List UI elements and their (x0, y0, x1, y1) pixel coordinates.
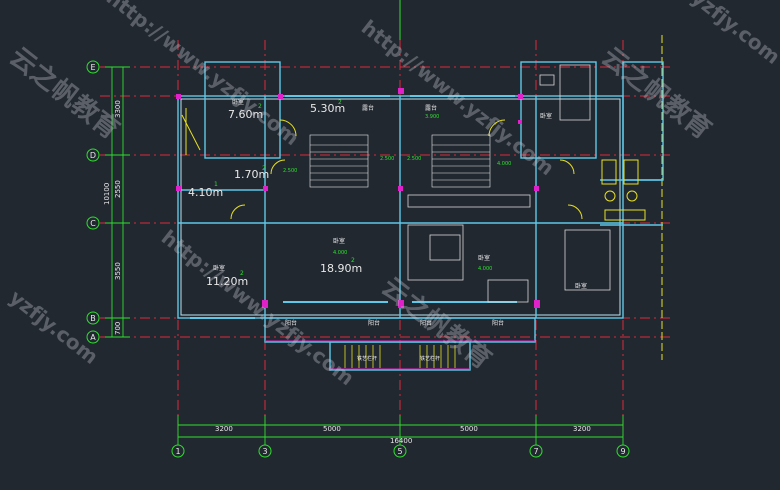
bed-se-label: 卧室 (575, 282, 587, 290)
axis-7: 7 (533, 447, 538, 456)
balcony-railings (265, 340, 535, 370)
stair-small-right: 3.900 (425, 114, 439, 120)
dim-bottom-1: 3200 (215, 425, 233, 433)
room-labels: 卧室 7.60m 2 5.30m 2 露台 露台 3.900 卧室 1.70m … (188, 98, 587, 362)
watermark-short-2: yzfjy.com (687, 0, 780, 69)
stair-hall-sup: 2 (338, 99, 342, 106)
doors (230, 119, 583, 220)
windows (190, 95, 517, 319)
rail-1: 铁艺栏杆 (357, 355, 377, 362)
living-area: 18.90m (320, 262, 362, 275)
axis-A: A (90, 333, 96, 342)
axis-5: 5 (397, 447, 402, 456)
bed-e-sub: 4.000 (478, 266, 492, 272)
dim-bottom-2: 5000 (323, 425, 341, 433)
walls (177, 61, 664, 371)
dim-total: 16400 (390, 437, 412, 445)
dim-bottom-3: 5000 (460, 425, 478, 433)
bed-nw-area: 7.60m (228, 108, 263, 121)
balcony-2: 阳台 (368, 319, 380, 327)
bed-w-area: 11.20m (206, 275, 248, 288)
elev-l1: 2.500 (283, 168, 297, 174)
axis-3: 3 (262, 447, 267, 456)
bed-e-label: 卧室 (478, 254, 490, 262)
stair-label-left: 露台 (362, 104, 374, 112)
col-axis-bubbles: 1 3 5 7 9 (171, 444, 630, 458)
stair-right (431, 134, 491, 188)
living-sup: 2 (351, 257, 355, 264)
rail-hatching (344, 345, 456, 368)
dim-left-1: 3300 (114, 100, 122, 118)
axis-C: C (90, 219, 96, 228)
bed-w-sup: 2 (240, 270, 244, 277)
stair-label-right: 露台 (425, 104, 437, 112)
elev-r2: 4.000 (497, 161, 511, 167)
dim-left-total: 10100 (103, 183, 111, 205)
dim-left-3: 3550 (114, 262, 122, 280)
bed-ne-label: 卧室 (540, 112, 552, 120)
corridor-area: 1.70m (234, 168, 269, 181)
closet-sup: 1 (214, 181, 218, 188)
bed-nw-label: 卧室 (232, 98, 244, 106)
bed-nw-sup: 2 (258, 103, 262, 110)
dimensions-bottom: 3200 5000 5000 3200 16400 (177, 415, 624, 445)
axis-E: E (90, 63, 95, 72)
corridor-sup: 2 (262, 165, 266, 172)
dim-left-2: 2550 (114, 180, 122, 198)
axis-B: B (90, 314, 96, 323)
dimensions-left: 3300 2550 3550 700 10100 (103, 66, 130, 338)
watermark-url-1: http://www.yzfjy.com (102, 0, 304, 150)
axis-D: D (90, 151, 96, 160)
dim-bottom-4: 3200 (573, 425, 591, 433)
watermark-brand-1: 云之帆教育 (4, 41, 126, 145)
axis-1: 1 (175, 447, 180, 456)
living-label: 卧室 (333, 237, 345, 245)
axis-9: 9 (620, 447, 625, 456)
stair-hall-area: 5.30m (310, 102, 345, 115)
dim-left-4: 700 (114, 322, 122, 335)
columns (176, 88, 540, 308)
bed-w-label: 卧室 (213, 264, 225, 272)
furniture (407, 64, 611, 303)
living-sub: 4.000 (333, 250, 347, 256)
watermark-short-1: yzfjy.com (5, 285, 103, 369)
balcony-4: 阳台 (492, 319, 504, 327)
closet-area: 4.10m (188, 186, 223, 199)
elev-l2: 2.500 (380, 156, 394, 162)
rail-2: 铁艺栏杆 (420, 355, 440, 362)
row-axis-bubbles: E D C B A (86, 60, 100, 344)
stair-left (309, 134, 369, 188)
watermark-url-3: http://www.yzfjy.com (157, 225, 359, 390)
bathroom-fixtures (181, 108, 646, 221)
elev-r1: 2.500 (407, 156, 421, 162)
balcony-3: 阳台 (420, 319, 432, 327)
balcony-1: 阳台 (285, 319, 297, 327)
watermark-brand-2: 云之帆教育 (596, 41, 718, 145)
